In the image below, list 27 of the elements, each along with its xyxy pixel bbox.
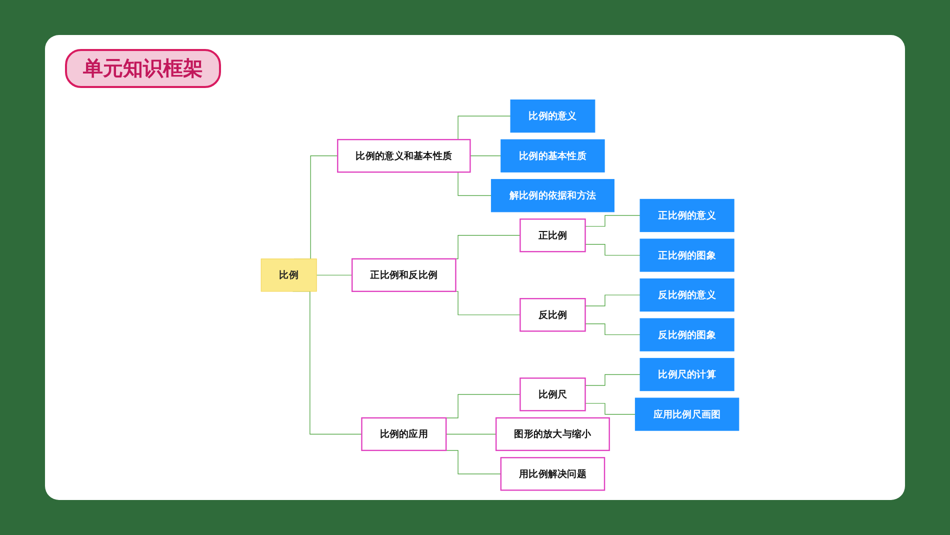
connector: [584, 294, 640, 306]
node-box: [260, 258, 317, 292]
node-box: [500, 139, 605, 172]
node-box: [640, 278, 734, 312]
connector: [316, 274, 352, 276]
node-box: [520, 298, 586, 332]
card-background: 单元知识框架 比例 比例的意义和基本性质 比例的意义 比例的基本性质 解比例的依据和方法 正比例和反比例 正比例 正比例的意义 正比例的图象 反比例 反比例的意义 反比例的图象 比例的应用 比例尺 比例尺的计算 应用比例尺画图 图形的放大与缩小 用比例解决问题: [45, 35, 905, 500]
node-box: [510, 100, 596, 133]
node-box: [640, 358, 734, 392]
node-box: [352, 258, 456, 292]
node-box: [634, 398, 740, 431]
node-box: [337, 138, 471, 173]
node-box: [495, 417, 610, 452]
node-box: [500, 457, 606, 491]
connector: [584, 244, 640, 256]
title: 单元知识框架: [65, 49, 221, 88]
node-box: [520, 378, 586, 412]
node-box: [640, 198, 734, 232]
node-box: [640, 318, 734, 352]
connector: [584, 324, 640, 336]
node-box: [640, 238, 734, 272]
connector: [584, 403, 636, 415]
node-box: [490, 179, 614, 212]
node-box: [361, 417, 447, 452]
connector: [584, 215, 640, 227]
connector: [584, 374, 640, 386]
node-box: [520, 218, 586, 252]
